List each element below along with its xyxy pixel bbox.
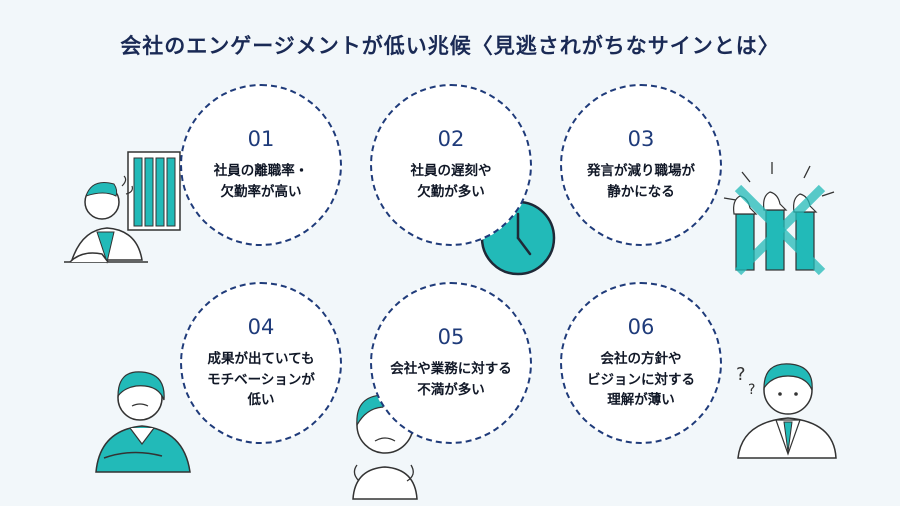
sign-number: 06 — [621, 315, 661, 339]
sign-label: 成果が出ていても モチベーションが 低い — [207, 350, 315, 409]
sign-card-04: 04 成果が出ていても モチベーションが 低い — [180, 282, 342, 444]
sign-number: 04 — [241, 315, 281, 339]
tired-worker-illustration — [64, 151, 181, 264]
svg-text:?: ? — [748, 382, 755, 398]
unmotivated-worker-illustration — [95, 371, 191, 473]
svg-text:?: ? — [736, 364, 746, 385]
sign-card-05: 05 会社や業務に対する 不満が多い — [370, 282, 532, 444]
sign-label: 社員の遅刻や 欠勤が多い — [410, 163, 492, 200]
file-rack — [127, 151, 181, 231]
sign-card-03: 03 発言が減り職場が 静かになる — [560, 84, 722, 246]
sign-card-06: 06 会社の方針や ビジョンに対する 理解が薄い — [560, 282, 722, 444]
sign-number: 02 — [431, 127, 471, 151]
sign-number: 05 — [431, 325, 471, 349]
sign-card-01: 01 社員の離職率・ 欠勤率が高い — [180, 84, 342, 246]
sign-number: 03 — [621, 127, 661, 151]
page-title: 会社のエンゲージメントが低い兆候〈見逃されがちなサインとは〉 — [120, 34, 780, 58]
sign-label: 会社の方針や ビジョンに対する 理解が薄い — [587, 350, 695, 409]
sign-label: 会社や業務に対する 不満が多い — [390, 361, 512, 398]
sign-label: 社員の離職率・ 欠勤率が高い — [213, 163, 309, 200]
raised-hands-crossed-illustration — [723, 162, 835, 276]
sign-label: 発言が減り職場が 静かになる — [587, 163, 695, 200]
sign-card-02: 02 社員の遅刻や 欠勤が多い — [370, 84, 532, 246]
confused-businessman-illustration: ? ? — [736, 363, 837, 459]
sign-number: 01 — [241, 127, 281, 151]
